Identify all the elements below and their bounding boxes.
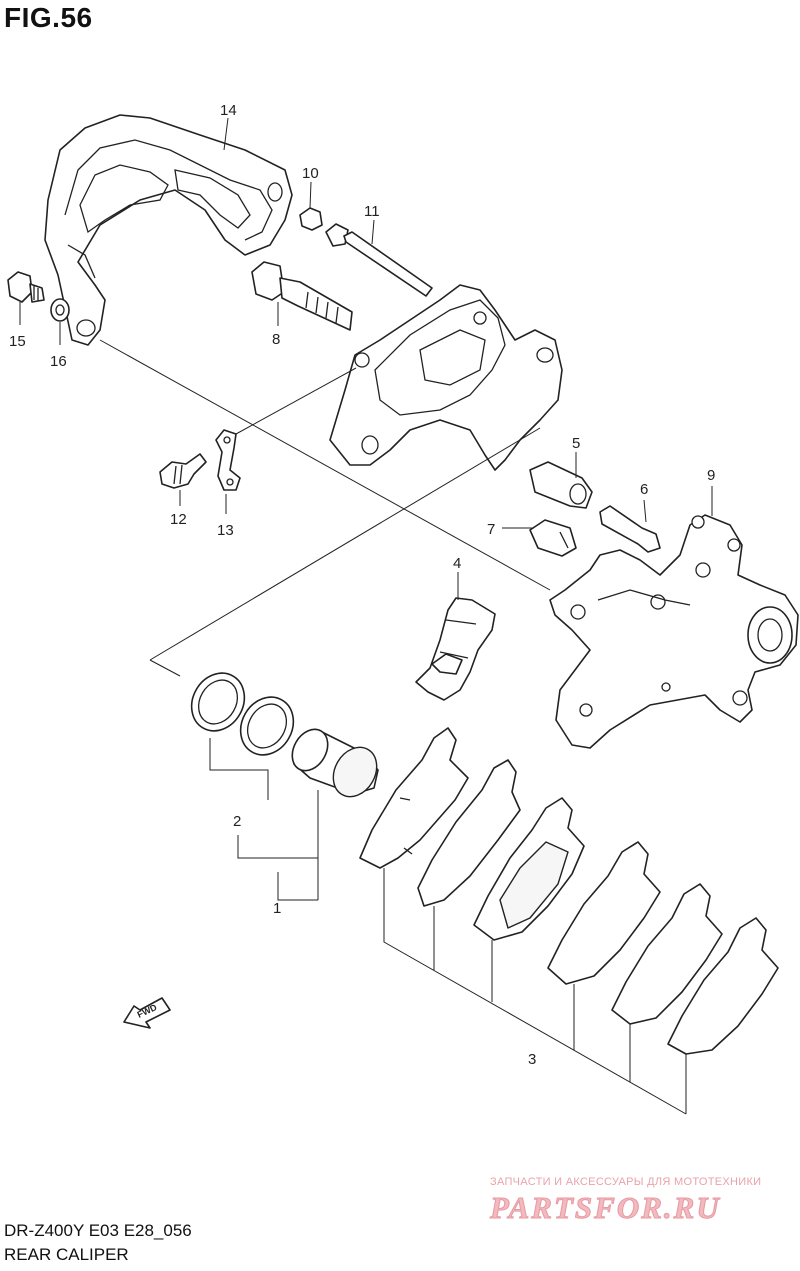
part-9-caliper-bracket — [549, 514, 799, 749]
callout-8: 8 — [272, 331, 280, 348]
watermark-tagline: ЗАПЧАСТИ И АКСЕССУАРЫ ДЛЯ МОТОТЕХНИКИ — [490, 1176, 762, 1188]
callout-13: 13 — [217, 522, 234, 539]
part-8-bolt — [251, 261, 353, 331]
fwd-direction-arrow: FWD — [123, 997, 171, 1029]
part-5-bolt — [529, 461, 593, 509]
part-10-sleeve — [299, 207, 323, 231]
part-15-bolt — [7, 271, 45, 303]
watermark-logo: PARTSFOR.RU — [490, 1190, 721, 1226]
callout-7: 7 — [487, 521, 495, 538]
footer-section-name: REAR CALIPER — [4, 1245, 129, 1264]
part-14-caliper-guard — [44, 114, 293, 346]
callout-14: 14 — [220, 102, 237, 119]
callout-6: 6 — [640, 481, 648, 498]
callout-5: 5 — [572, 435, 580, 452]
part-7-boot — [529, 519, 577, 557]
footer-model-code: DR-Z400Y E03 E28_056 — [4, 1221, 192, 1240]
figure-title: FIG.56 — [4, 2, 93, 33]
part-11-pin — [325, 223, 433, 297]
callout-numbers: 14 10 11 15 16 8 5 6 7 9 12 13 4 2 1 3 — [9, 102, 715, 1068]
callout-15: 15 — [9, 333, 26, 350]
part-3-brake-pads — [359, 727, 779, 1055]
callout-10: 10 — [302, 165, 319, 182]
part-4-pad-spring — [415, 597, 496, 701]
part-13-clip — [215, 429, 241, 491]
callout-1: 1 — [273, 900, 281, 917]
callout-2: 2 — [233, 813, 241, 830]
piston — [291, 728, 379, 798]
part-2-piston-seals — [190, 672, 295, 756]
part-12-bleeder-valve — [159, 453, 207, 489]
leader-lines — [19, 117, 713, 1115]
callout-16: 16 — [50, 353, 67, 370]
part-6-bolt — [599, 505, 661, 553]
part-16-washer — [50, 298, 70, 322]
caliper-body — [329, 284, 563, 471]
callout-4: 4 — [453, 555, 461, 572]
callout-12: 12 — [170, 511, 187, 528]
callout-3: 3 — [528, 1051, 536, 1068]
callout-9: 9 — [707, 467, 715, 484]
callout-11: 11 — [364, 203, 380, 220]
